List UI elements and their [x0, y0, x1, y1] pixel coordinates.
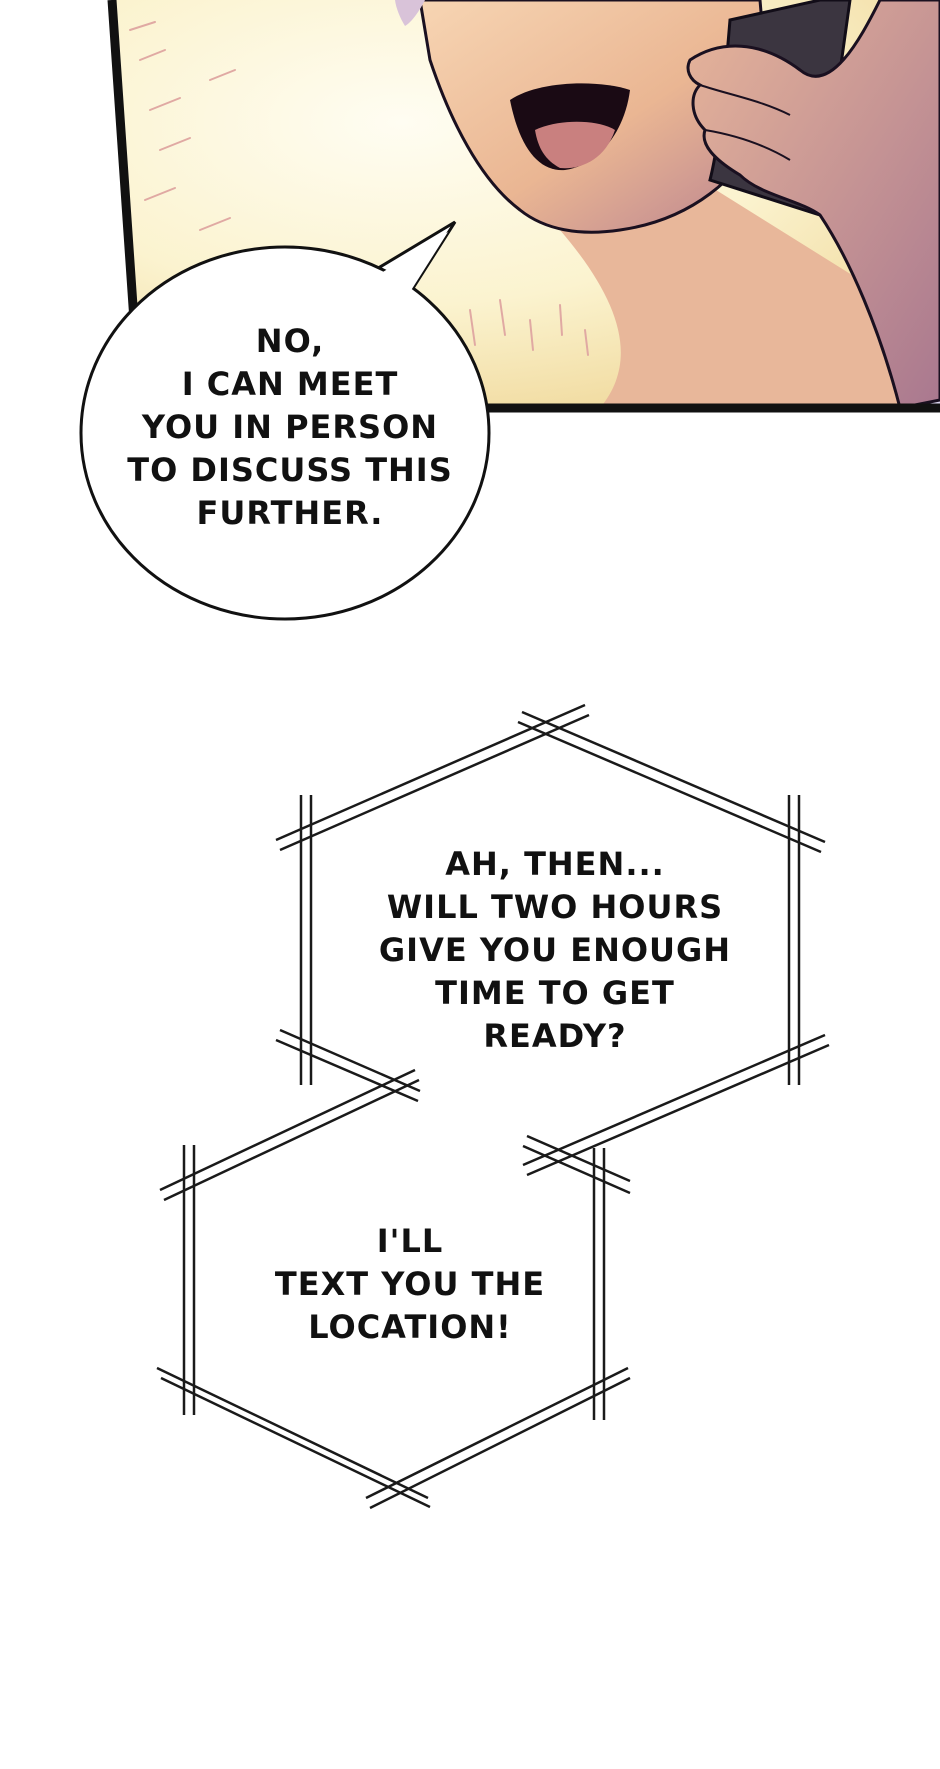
thought-box-bottom-text: I'LL TEXT YOU THE LOCATION! [230, 1220, 590, 1349]
thought-line: READY? [483, 1017, 627, 1055]
hand [686, 0, 940, 410]
hair [395, 0, 425, 26]
speech-line: I CAN MEET [181, 365, 399, 403]
texture-strokes [129, 21, 589, 356]
neck [560, 180, 900, 408]
thought-line: AH, THEN... [445, 845, 665, 883]
speech-line: FURTHER. [196, 494, 384, 532]
thought-line: WILL TWO HOURS [386, 888, 724, 926]
tongue [535, 121, 615, 169]
speech-bubble-text: NO, I CAN MEET YOU IN PERSON TO DISCUSS … [110, 320, 470, 535]
thought-box-bottom [156, 1068, 631, 1510]
thought-line: TEXT YOU THE [274, 1265, 546, 1303]
thought-line: GIVE YOU ENOUGH [378, 931, 732, 969]
speech-line: TO DISCUSS THIS [127, 451, 453, 489]
speech-line: NO, [255, 322, 325, 360]
thought-line: TIME TO GET [435, 974, 675, 1012]
speech-line: YOU IN PERSON [141, 408, 439, 446]
speech-bubble [79, 220, 491, 621]
finger-line-2 [704, 129, 791, 161]
thought-box-top [275, 703, 830, 1177]
finger-line [699, 84, 791, 116]
thought-line: I'LL [376, 1222, 444, 1260]
thought-box-top-text: AH, THEN... WILL TWO HOURS GIVE YOU ENOU… [370, 843, 740, 1058]
thought-line: LOCATION! [308, 1308, 512, 1346]
